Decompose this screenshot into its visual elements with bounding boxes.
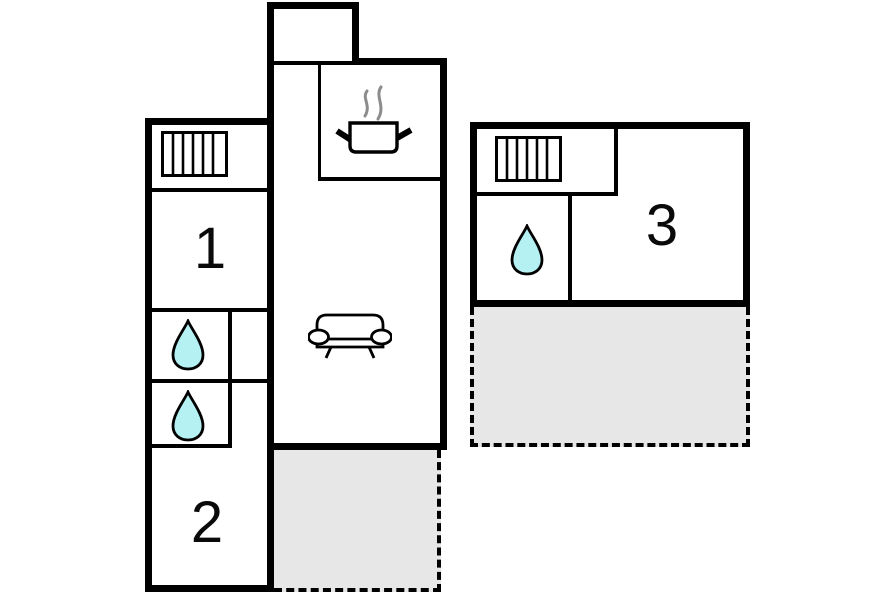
wall-segment [267,2,274,592]
wall-segment [152,188,267,192]
room-3-label: 3 [645,193,679,258]
water-drop-shape [171,390,205,442]
wall-segment [267,2,359,9]
wall-segment [440,58,447,450]
wall-segment [352,2,359,65]
wall-segment [318,177,440,181]
pot-handle-right [395,127,413,141]
sofa-leg [367,346,376,359]
wall-segment [152,444,232,448]
pot-body [348,121,399,154]
wall-segment [352,58,447,65]
wall-segment [477,192,618,196]
wall-segment [470,122,477,307]
wall-segment [228,308,232,448]
wall-segment [614,129,618,196]
radiator-icon [161,131,228,177]
wall-segment [470,122,750,129]
wall-segment [152,308,267,312]
water-drop-icon [171,390,205,442]
wall-segment [145,118,152,592]
room-2-label: 2 [190,490,224,555]
wall-segment [267,443,447,450]
wall-segment [152,379,267,383]
terrace-left [274,450,441,592]
radiator-fins [505,138,549,180]
wall-segment [145,585,274,592]
sofa-leg [324,346,333,359]
radiator-fins [171,133,215,175]
stove-icon [335,85,413,154]
sofa-icon [308,313,392,359]
steam-lines [363,85,383,121]
water-drop-shape [510,224,544,276]
wall-segment [568,196,572,300]
water-drop-shape [171,319,205,371]
wall-segment [470,300,750,307]
room-1-label: 1 [193,216,227,281]
water-drop-icon [171,319,205,371]
wall-segment [145,118,274,125]
terrace-right [470,307,750,447]
wall-segment [274,61,352,65]
water-drop-icon [510,224,544,276]
wall-segment [318,65,321,181]
sofa-armrest [370,328,392,346]
sofa-armrest [308,328,330,346]
wall-segment [743,122,750,307]
radiator-icon [495,136,562,182]
